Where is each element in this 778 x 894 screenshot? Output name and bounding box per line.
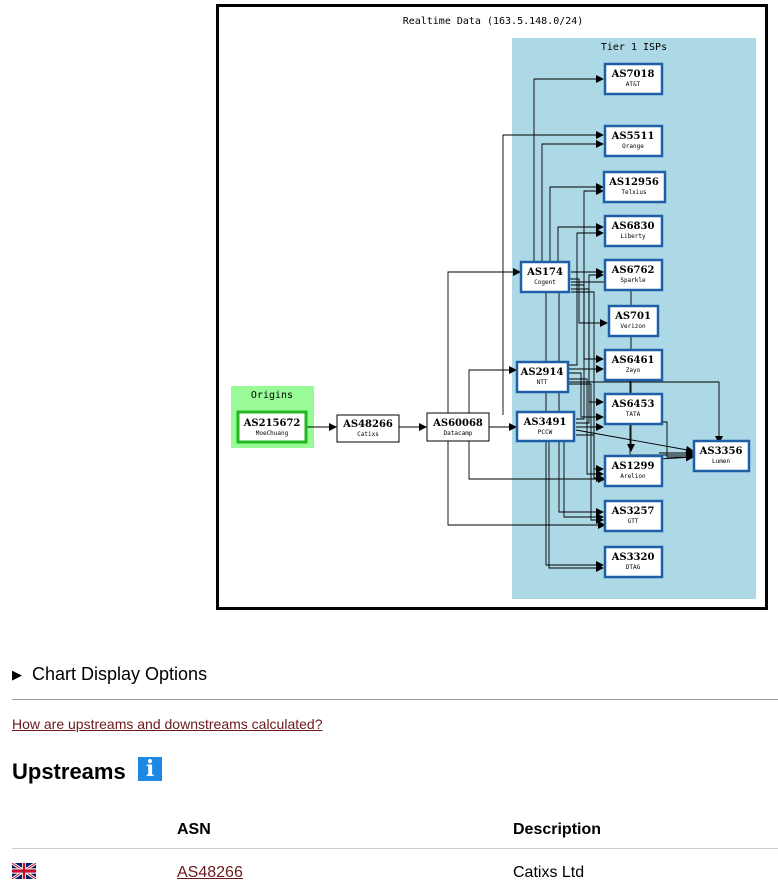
edge xyxy=(576,187,604,420)
edge xyxy=(541,140,604,263)
graph-edges xyxy=(306,75,723,572)
svg-text:NTT: NTT xyxy=(537,379,548,386)
svg-text:DTAG: DTAG xyxy=(626,564,641,571)
uk-flag-icon xyxy=(12,863,36,879)
edge xyxy=(468,441,606,483)
svg-text:AS3356: AS3356 xyxy=(699,446,743,457)
node-as60068[interactable]: AS60068 Datacamp xyxy=(426,412,490,442)
divider xyxy=(12,699,778,700)
svg-text:Datacamp: Datacamp xyxy=(444,430,473,437)
svg-text:Zayo: Zayo xyxy=(626,367,641,374)
edge xyxy=(566,372,604,421)
edge xyxy=(468,366,517,415)
svg-text:AS701: AS701 xyxy=(614,311,651,322)
node-as6762[interactable]: AS6762 Sparkle xyxy=(603,258,664,292)
node-as3491[interactable]: AS3491 PCCW xyxy=(515,410,576,443)
edge xyxy=(566,278,608,327)
edge xyxy=(502,131,604,415)
svg-text:AT&T: AT&T xyxy=(626,81,641,88)
svg-text:AS60068: AS60068 xyxy=(432,418,483,429)
svg-text:Liberty: Liberty xyxy=(620,233,646,240)
edge xyxy=(576,271,604,424)
node-as3320[interactable]: AS3320 DTAG xyxy=(603,545,664,579)
node-as215672[interactable]: AS215672 MoeChuang xyxy=(236,410,308,444)
graph-title: Realtime Data (163.5.148.0/24) xyxy=(403,16,584,27)
svg-text:AS12956: AS12956 xyxy=(608,177,659,188)
column-header-description: Description xyxy=(513,821,602,838)
edge xyxy=(563,440,604,521)
info-icon[interactable]: i xyxy=(138,757,162,781)
node-as5511[interactable]: AS5511 Orange xyxy=(603,124,664,158)
svg-text:AS6453: AS6453 xyxy=(611,399,655,410)
chart-display-options-toggle[interactable]: ▶ Chart Display Options xyxy=(12,664,207,685)
node-as6830[interactable]: AS6830 Liberty xyxy=(603,214,664,248)
svg-text:AS6830: AS6830 xyxy=(611,221,655,232)
svg-text:AS48266: AS48266 xyxy=(342,419,393,430)
svg-text:AS5511: AS5511 xyxy=(611,131,655,142)
svg-text:Arelion: Arelion xyxy=(620,473,646,480)
edge xyxy=(447,441,606,529)
svg-text:Verizon: Verizon xyxy=(620,323,646,330)
tier1-cluster-label: Tier 1 ISPs xyxy=(601,42,667,53)
svg-text:GTT: GTT xyxy=(628,518,639,525)
svg-text:AS3491: AS3491 xyxy=(523,417,567,428)
origins-cluster-label: Origins xyxy=(251,390,293,401)
table-header-divider xyxy=(12,848,778,849)
svg-text:Telxius: Telxius xyxy=(621,189,647,196)
svg-text:AS2914: AS2914 xyxy=(520,367,564,378)
node-as1299[interactable]: AS1299 Arelion xyxy=(603,454,664,488)
svg-text:TATA: TATA xyxy=(626,411,641,418)
node-as12956[interactable]: AS12956 Telxius xyxy=(602,170,667,204)
svg-text:Orange: Orange xyxy=(622,143,644,150)
graph-nodes: AS215672 MoeChuang AS48266 Catixs AS6006… xyxy=(236,62,751,579)
svg-text:Cogent: Cogent xyxy=(534,279,556,286)
disclosure-triangle-icon: ▶ xyxy=(12,666,22,682)
edge xyxy=(576,434,604,482)
svg-text:PCCW: PCCW xyxy=(538,429,553,436)
svg-text:Sparkle: Sparkle xyxy=(620,277,646,284)
svg-text:Lumen: Lumen xyxy=(712,458,730,465)
upstreams-help-link[interactable]: How are upstreams and downstreams calcul… xyxy=(12,716,323,732)
edge xyxy=(571,291,604,473)
node-as6453[interactable]: AS6453 TATA xyxy=(603,392,664,426)
svg-text:Catixs: Catixs xyxy=(357,431,379,438)
node-as3257[interactable]: AS3257 GTT xyxy=(603,499,664,533)
edge xyxy=(575,429,694,454)
node-as3356[interactable]: AS3356 Lumen xyxy=(692,439,751,473)
node-as701[interactable]: AS701 Verizon xyxy=(607,304,660,338)
svg-text:AS174: AS174 xyxy=(526,267,563,278)
chart-display-options-label: Chart Display Options xyxy=(32,664,208,684)
svg-text:AS6461: AS6461 xyxy=(611,355,655,366)
upstream-asn-link[interactable]: AS48266 xyxy=(177,864,243,881)
svg-text:AS3320: AS3320 xyxy=(611,552,655,563)
as-graph: Realtime Data (163.5.148.0/24) Tier 1 IS… xyxy=(216,4,768,610)
svg-text:AS6762: AS6762 xyxy=(611,265,655,276)
node-as6461[interactable]: AS6461 Zayo xyxy=(603,348,664,382)
node-as48266[interactable]: AS48266 Catixs xyxy=(336,414,400,443)
edge xyxy=(557,223,604,263)
edge xyxy=(533,75,604,263)
svg-text:AS3257: AS3257 xyxy=(611,506,655,517)
edge xyxy=(566,381,723,444)
node-as174[interactable]: AS174 Cogent xyxy=(519,260,571,294)
svg-text:AS1299: AS1299 xyxy=(611,461,655,472)
edge xyxy=(566,378,604,478)
column-header-asn: ASN xyxy=(177,821,211,838)
node-as2914[interactable]: AS2914 NTT xyxy=(515,360,570,394)
upstream-description: Catixs Ltd xyxy=(513,864,585,881)
svg-text:AS7018: AS7018 xyxy=(611,69,655,80)
svg-text:AS215672: AS215672 xyxy=(243,418,301,429)
edge xyxy=(566,229,604,366)
edge xyxy=(447,268,521,415)
edge xyxy=(548,440,604,572)
upstreams-heading: Upstreams xyxy=(12,759,126,784)
svg-text:MoeChuang: MoeChuang xyxy=(256,430,289,437)
node-as7018[interactable]: AS7018 AT&T xyxy=(603,62,664,96)
edge xyxy=(549,183,604,263)
